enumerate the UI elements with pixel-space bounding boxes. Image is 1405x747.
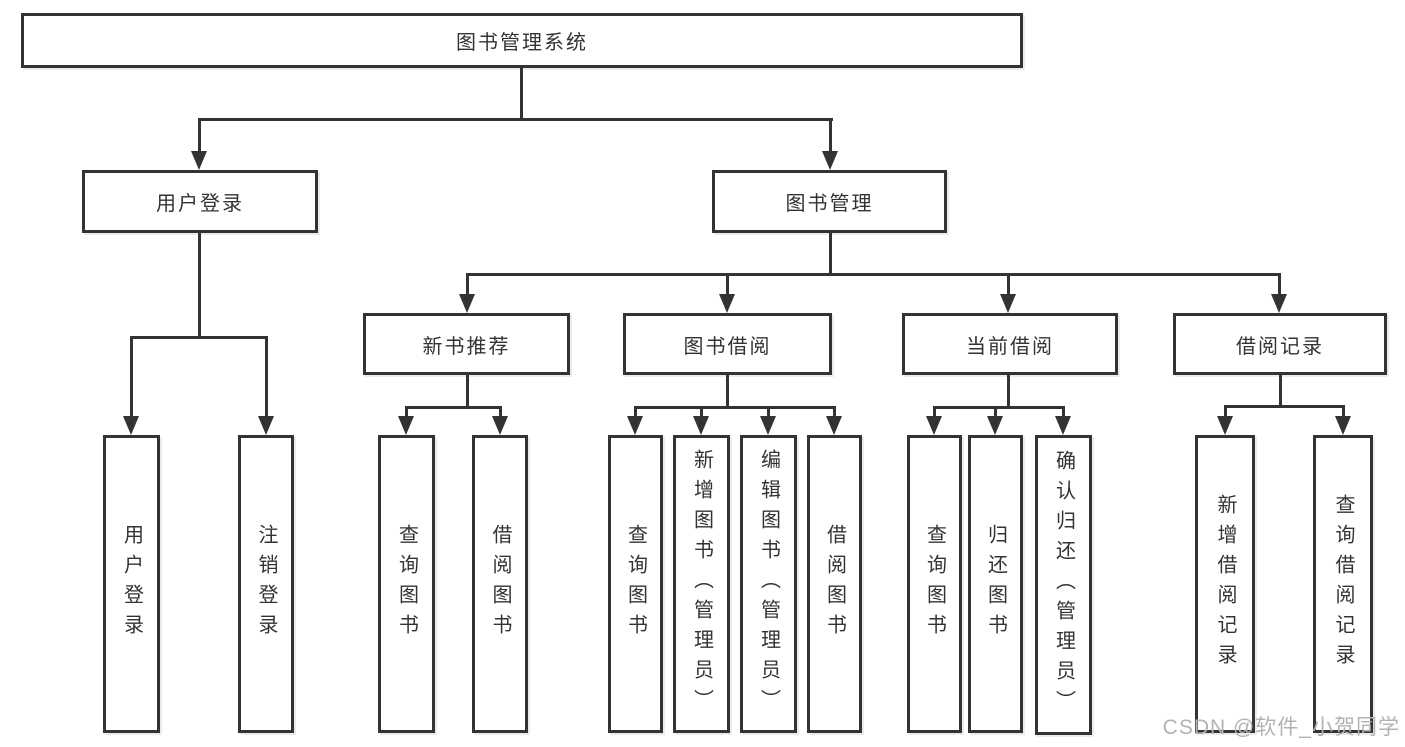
connector-line (1279, 375, 1282, 407)
leaf-label: 归还图书 (984, 524, 1007, 644)
leaf-label: 确认归还（管理员） (1052, 450, 1075, 720)
node-library-management-system: 图书管理系统 (21, 13, 1023, 68)
connector-line (1224, 405, 1227, 420)
arrowhead-down-icon (926, 416, 942, 435)
connector-line (520, 68, 523, 121)
connector-line (829, 118, 832, 154)
leaf-bb-add-books-admin: 新增图书（管理员） (673, 435, 730, 733)
leaf-label: 用户登录 (120, 524, 143, 644)
connector-line (130, 336, 268, 339)
connector-line (466, 375, 469, 408)
leaf-br-query-record: 查询借阅记录 (1313, 435, 1373, 733)
leaf-nbr-query-books: 查询图书 (378, 435, 435, 733)
leaf-label: 新增借阅记录 (1214, 494, 1236, 674)
leaf-cb-query-books: 查询图书 (907, 435, 962, 733)
leaf-label: 查询借阅记录 (1332, 494, 1354, 674)
connector-line (994, 406, 997, 420)
arrowhead-down-icon (1271, 294, 1287, 313)
leaf-nbr-borrow-books: 借阅图书 (472, 435, 528, 733)
leaf-label: 查询图书 (624, 524, 647, 644)
connector-line (833, 406, 836, 420)
connector-line (700, 406, 703, 420)
connector-line (405, 406, 502, 409)
connector-line (1007, 375, 1010, 408)
connector-line (634, 406, 637, 420)
arrowhead-down-icon (258, 416, 274, 435)
leaf-label: 借阅图书 (823, 524, 846, 644)
arrowhead-down-icon (1055, 416, 1071, 435)
arrowhead-down-icon (826, 416, 842, 435)
leaf-cb-confirm-return-admin: 确认归还（管理员） (1035, 435, 1092, 735)
leaf-label: 查询图书 (395, 524, 418, 644)
arrowhead-down-icon (719, 294, 735, 313)
connector-line (466, 273, 1281, 276)
node-new-book-recommend: 新书推荐 (363, 313, 570, 375)
leaf-bb-query-books: 查询图书 (608, 435, 663, 733)
arrowhead-down-icon (398, 416, 414, 435)
leaf-logout: 注销登录 (238, 435, 294, 733)
connector-line (726, 273, 729, 298)
node-book-borrowing: 图书借阅 (623, 313, 832, 375)
arrowhead-down-icon (627, 416, 643, 435)
leaf-bb-edit-books-admin: 编辑图书（管理员） (740, 435, 797, 733)
arrowhead-down-icon (1335, 416, 1351, 435)
node-user-login: 用户登录 (82, 170, 318, 233)
node-current-borrowing: 当前借阅 (902, 313, 1118, 375)
connector-line (499, 406, 502, 420)
leaf-user-login: 用户登录 (103, 435, 160, 733)
csdn-watermark: CSDN @软件_小贺同学 (1162, 716, 1400, 739)
connector-line (198, 118, 833, 121)
connector-line (933, 406, 1064, 409)
connector-line (1062, 406, 1065, 420)
arrowhead-down-icon (459, 294, 475, 313)
leaf-label: 借阅图书 (489, 524, 511, 644)
arrowhead-down-icon (191, 151, 207, 170)
node-book-management: 图书管理 (712, 170, 947, 233)
leaf-label: 查询图书 (923, 524, 946, 644)
connector-line (767, 406, 770, 420)
arrowhead-down-icon (693, 416, 709, 435)
leaf-label: 新增图书（管理员） (690, 449, 713, 719)
leaf-br-add-record: 新增借阅记录 (1195, 435, 1255, 733)
node-borrow-records: 借阅记录 (1173, 313, 1387, 375)
connector-line (634, 406, 835, 409)
connector-line (829, 233, 832, 276)
arrowhead-down-icon (987, 416, 1003, 435)
connector-line (130, 336, 133, 419)
leaf-label: 编辑图书（管理员） (757, 449, 780, 719)
connector-line (1342, 405, 1345, 420)
arrowhead-down-icon (492, 416, 508, 435)
connector-line (405, 406, 408, 420)
connector-line (466, 273, 469, 298)
connector-line (265, 336, 268, 419)
arrowhead-down-icon (760, 416, 776, 435)
connector-line (726, 375, 729, 408)
connector-line (1224, 405, 1345, 408)
arrowhead-down-icon (822, 151, 838, 170)
connector-line (933, 406, 936, 420)
connector-line (198, 233, 201, 339)
leaf-label: 注销登录 (255, 524, 277, 644)
arrowhead-down-icon (1217, 416, 1233, 435)
leaf-bb-borrow-books: 借阅图书 (807, 435, 862, 733)
leaf-cb-return-books: 归还图书 (968, 435, 1023, 733)
arrowhead-down-icon (123, 416, 139, 435)
connector-line (1007, 273, 1010, 298)
connector-line (1278, 273, 1281, 298)
connector-line (198, 118, 201, 154)
arrowhead-down-icon (1000, 294, 1016, 313)
